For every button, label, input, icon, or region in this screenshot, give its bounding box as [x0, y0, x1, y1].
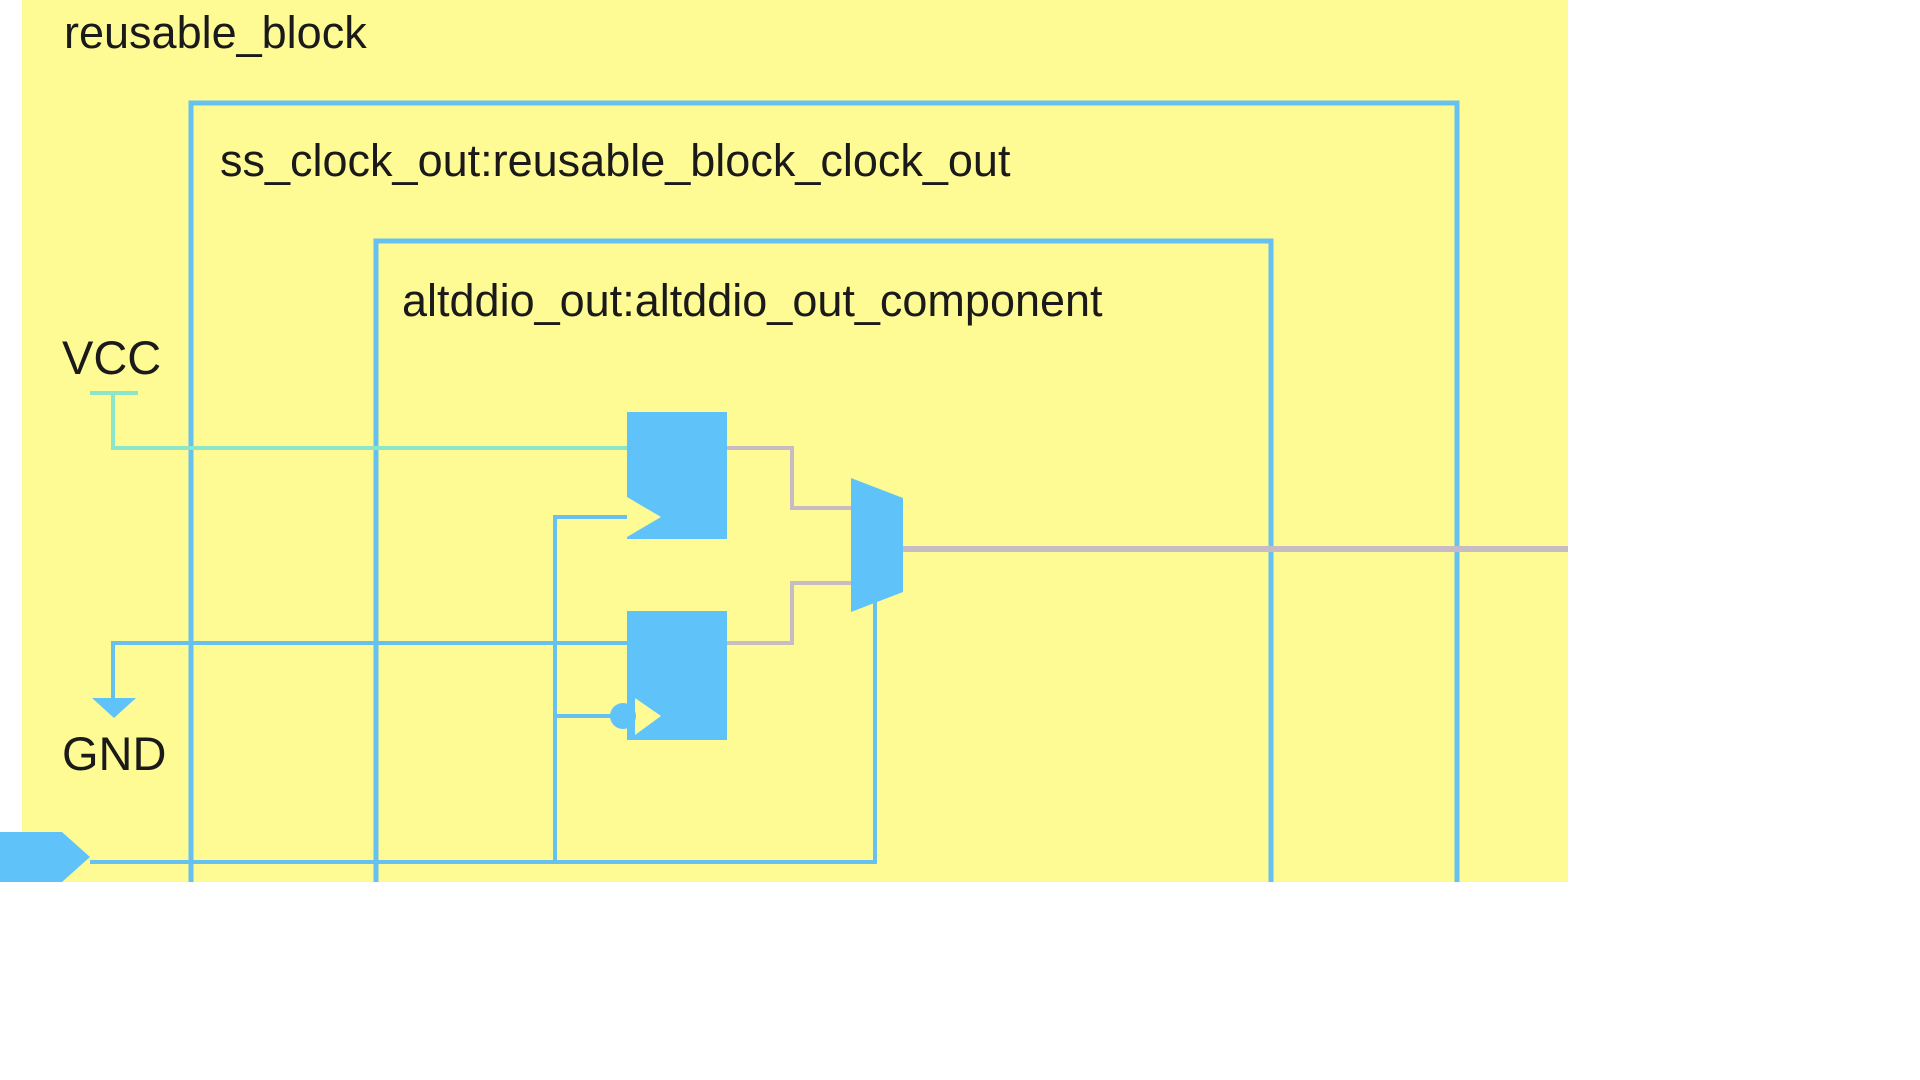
clock-input-port[interactable] — [0, 832, 90, 882]
gnd-net-wire — [111, 641, 628, 700]
vcc-net-wire — [111, 393, 628, 450]
reg-high-out-wire — [727, 446, 852, 510]
clock-branch-high — [553, 515, 628, 862]
outer-block-reusable_block[interactable] — [22, 0, 1568, 882]
gnd-symbol — [92, 641, 628, 718]
vcc-label: VCC — [62, 331, 161, 384]
middle-block-label: ss_clock_out:reusable_block_clock_out — [220, 135, 1011, 186]
vcc-symbol — [90, 391, 628, 450]
register-high[interactable] — [627, 412, 727, 539]
gnd-label: GND — [62, 727, 166, 780]
clock-net-wire — [90, 595, 877, 864]
rtl-schematic-canvas: reusable_block ss_clock_out:reusable_blo… — [0, 0, 1568, 882]
middle-block-ss_clock_out[interactable] — [188, 100, 1460, 882]
clock-invert-bubble — [610, 703, 636, 729]
ddio-mux[interactable] — [851, 478, 903, 612]
outer-block-label: reusable_block — [64, 7, 367, 58]
reg-low-out-wire — [727, 581, 852, 645]
gnd-arrow — [92, 698, 136, 718]
register-low[interactable] — [610, 611, 727, 740]
schematic-svg: reusable_block ss_clock_out:reusable_blo… — [0, 0, 1568, 882]
inner-block-altddio_out[interactable] — [373, 238, 1274, 882]
inner-block-label: altddio_out:altddio_out_component — [402, 275, 1103, 326]
